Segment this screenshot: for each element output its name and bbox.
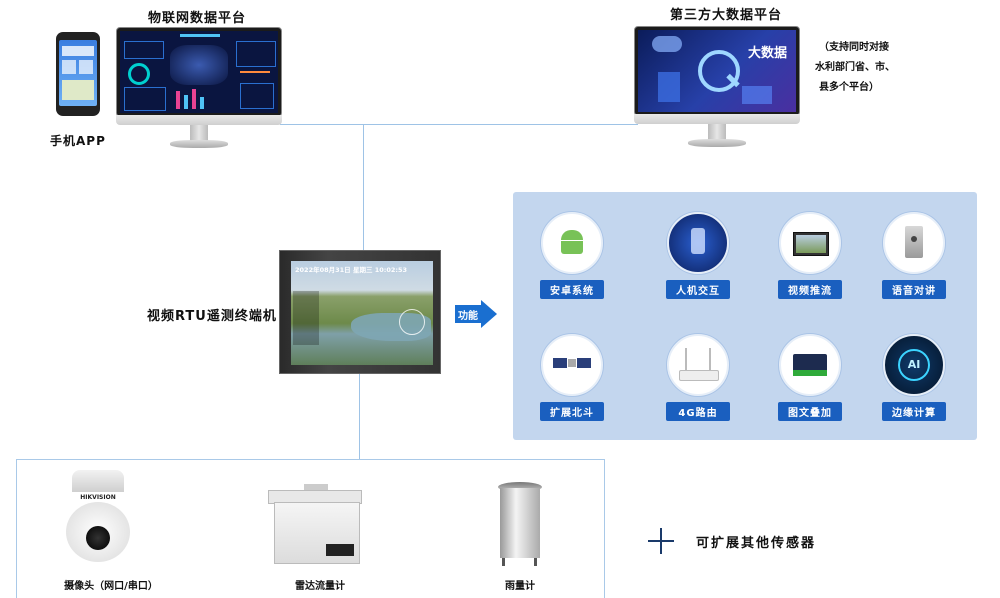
iot-platform-monitor [116, 27, 282, 151]
rtu-screen: 2022年08月31日 星期三 10:02:53 [291, 261, 433, 365]
sensor-radar-label: 雷达流量计 [295, 581, 345, 592]
functions-panel: 安卓系统 人机交互 视频推流 语音对讲 扩展北斗 4G路由 图文叠加 AI 边缘… [513, 192, 977, 440]
function-video-stream: 视频推流 [765, 212, 855, 299]
camera-brand: HIKVISION [80, 494, 116, 501]
ptz-camera-icon: HIKVISION [62, 470, 134, 568]
third-party-note-line3: 县多个平台） [819, 82, 879, 93]
sensor-rain-label: 雨量计 [505, 581, 535, 592]
function-beidou: 扩展北斗 [527, 334, 617, 421]
iot-platform-title: 物联网数据平台 [148, 11, 247, 26]
function-label: 人机交互 [666, 280, 730, 299]
sensor-camera-label: 摄像头（网口/串口） [64, 581, 158, 592]
big-data-screen: 大数据 [638, 30, 796, 112]
function-label: 扩展北斗 [540, 402, 604, 421]
third-party-note-line2: 水利部门省、市、 [815, 62, 895, 73]
router-icon [679, 348, 719, 382]
function-arrow-label: 功能 [458, 311, 478, 322]
rtu-screen-datetime: 2022年08月31日 星期三 10:02:53 [295, 266, 408, 274]
function-label: 图文叠加 [778, 402, 842, 421]
function-intercom: 语音对讲 [869, 212, 959, 299]
plus-icon [648, 528, 674, 554]
video-stream-icon [793, 232, 829, 256]
function-label: 边缘计算 [882, 402, 946, 421]
big-data-screen-text: 大数据 [748, 46, 788, 61]
function-label: 语音对讲 [882, 280, 946, 299]
expand-sensors-text: 可扩展其他传感器 [696, 536, 817, 551]
connector-vertical-upper [363, 124, 364, 250]
android-icon [561, 230, 583, 256]
satellite-icon [553, 358, 591, 370]
third-party-note-line1: （支持同时对接 [819, 42, 889, 53]
touch-interaction-icon [691, 228, 705, 254]
mobile-phone-icon [56, 32, 100, 116]
sensors-box [16, 459, 605, 598]
function-edge-computing: AI 边缘计算 [869, 334, 959, 421]
dashboard-screen [120, 31, 278, 113]
ai-chip-icon: AI [898, 349, 930, 381]
function-arrow: 功能 [455, 300, 497, 328]
function-android: 安卓系统 [527, 212, 617, 299]
function-label: 视频推流 [778, 280, 842, 299]
radar-flowmeter-icon [268, 484, 364, 566]
function-label: 4G路由 [666, 402, 730, 421]
third-party-platform-monitor: 大数据 [634, 26, 800, 150]
third-party-platform-title: 第三方大数据平台 [670, 8, 783, 23]
intercom-icon [905, 226, 923, 258]
mobile-app-label: 手机APP [50, 134, 106, 148]
function-hmi: 人机交互 [653, 212, 743, 299]
rtu-terminal-label: 视频RTU遥测终端机 [147, 309, 277, 324]
rain-gauge-icon [494, 478, 548, 570]
function-label: 安卓系统 [540, 280, 604, 299]
connector-vertical-lower [359, 372, 360, 459]
function-overlay: 图文叠加 [765, 334, 855, 421]
third-party-note: （支持同时对接 水利部门省、市、 县多个平台） [815, 38, 895, 98]
overlay-device-icon [793, 354, 827, 376]
rtu-terminal-device: 2022年08月31日 星期三 10:02:53 [279, 250, 441, 374]
connector-top-horizontal [280, 124, 638, 125]
function-4g-router: 4G路由 [653, 334, 743, 421]
